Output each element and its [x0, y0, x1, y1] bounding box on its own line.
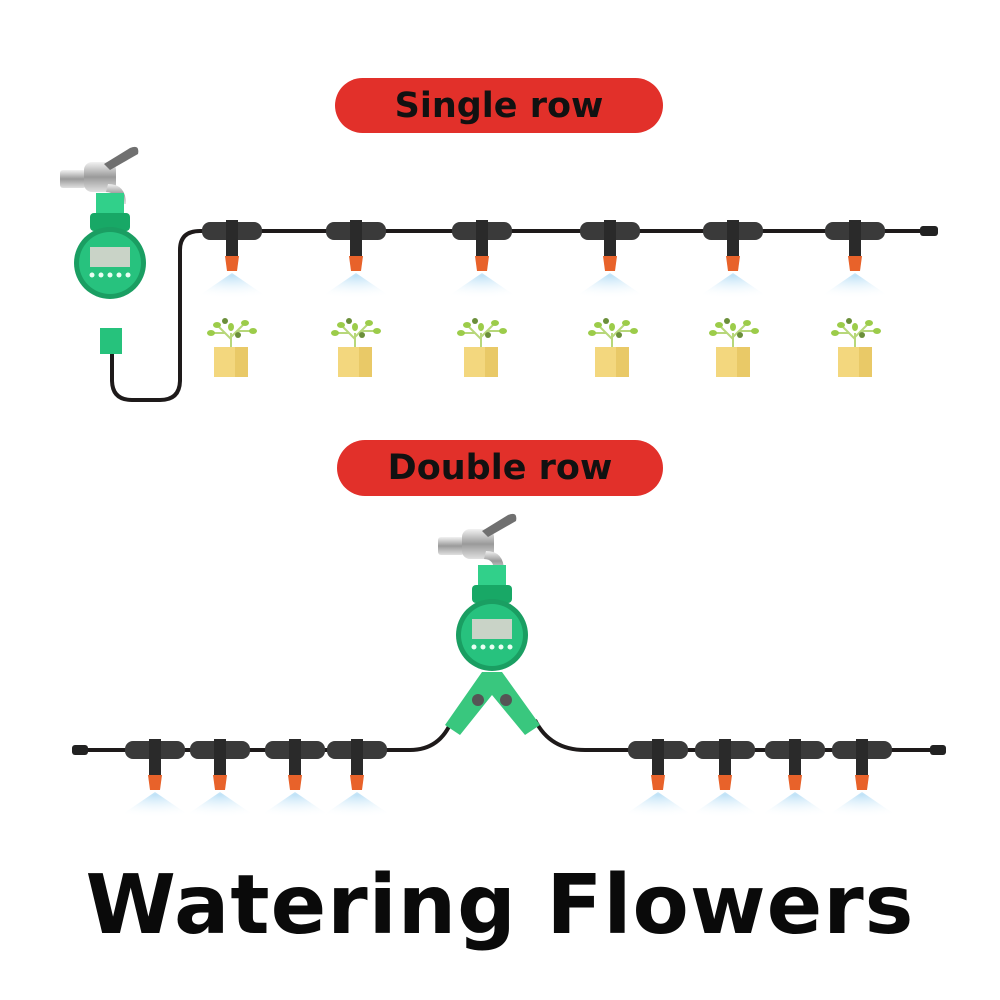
dripper — [695, 220, 771, 299]
dripper — [194, 220, 270, 299]
dripper — [687, 739, 763, 818]
dripper — [318, 220, 394, 299]
potted-plant — [206, 317, 258, 378]
dripper — [824, 739, 900, 818]
potted-plant — [456, 317, 508, 378]
dripper — [182, 739, 258, 818]
potted-plant — [708, 317, 760, 378]
drip-pipe — [110, 229, 935, 402]
dripper — [444, 220, 520, 299]
double-row-label: Double row — [337, 440, 663, 496]
potted-plant — [830, 317, 882, 378]
faucet — [438, 513, 517, 571]
dripper — [817, 220, 893, 299]
dripper — [757, 739, 833, 818]
dripper — [572, 220, 648, 299]
potted-plant — [587, 317, 639, 378]
water-timer — [74, 193, 146, 299]
potted-plant — [330, 317, 382, 378]
single-row-system — [60, 146, 938, 402]
end-plug — [930, 745, 946, 755]
dripper — [117, 739, 193, 818]
double-row-system — [72, 513, 946, 818]
end-plug — [72, 745, 88, 755]
dripper — [620, 739, 696, 818]
dripper — [319, 739, 395, 818]
dripper — [257, 739, 333, 818]
water-timer — [456, 565, 528, 671]
y-splitter — [445, 672, 540, 735]
single-row-label: Single row — [335, 78, 663, 133]
end-plug — [920, 226, 938, 236]
page-title: Watering Flowers — [85, 858, 915, 953]
timer-connector — [100, 328, 122, 354]
